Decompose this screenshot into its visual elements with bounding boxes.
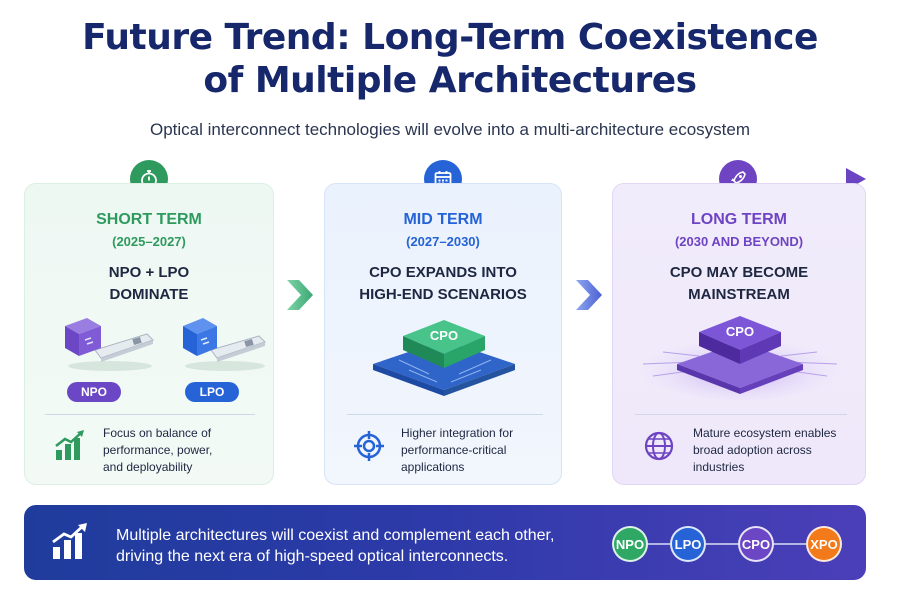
architecture-chain-connectors [634, 543, 834, 545]
card-long-term: LONG TERM (2030 AND BEYOND) CPO MAY BECO… [612, 183, 866, 485]
globe-icon [644, 431, 674, 461]
page-title: Future Trend: Long-Term Coexistence of M… [0, 16, 900, 102]
long-term-description: Mature ecosystem enables broad adoption … [693, 425, 836, 476]
chain-node-cpo: CPO [738, 526, 774, 562]
short-term-desc-line-1: Focus on balance of [103, 426, 212, 440]
long-term-headline-line-1: CPO MAY BECOME [669, 264, 809, 281]
summary-text: Multiple architectures will coexist and … [116, 525, 554, 567]
short-term-years: (2025–2027) [112, 234, 186, 249]
long-term-headline-line-2: MAINSTREAM [688, 286, 790, 303]
chain-node-cpo-label: CPO [741, 536, 771, 552]
mid-term-label: MID TERM [403, 211, 483, 228]
short-term-headline: NPO + LPO DOMINATE [25, 262, 273, 306]
long-term-divider [635, 414, 847, 415]
mid-term-divider [347, 414, 543, 415]
summary-line-2: driving the next era of high-speed optic… [116, 548, 509, 565]
chevron-right-icon [576, 280, 602, 310]
cpo-chip-icon: CPO [373, 320, 515, 396]
chain-node-npo-label: NPO [615, 536, 645, 552]
long-term-years: (2030 AND BEYOND) [674, 234, 804, 249]
card-short-term: SHORT TERM (2025–2027) NPO + LPO DOMINAT… [24, 183, 274, 485]
mid-term-desc-line-1: Higher integration for [401, 426, 514, 440]
growth-chart-icon [55, 430, 84, 460]
title-line-2: of Multiple Architectures [203, 60, 697, 101]
mid-term-description: Higher integration for performance-criti… [401, 425, 513, 476]
chain-node-lpo-label: LPO [674, 536, 702, 552]
mid-term-desc-line-2: performance-critical [401, 443, 507, 457]
title-line-1: Future Trend: Long-Term Coexistence [82, 17, 818, 58]
page-subtitle: Optical interconnect technologies will e… [150, 120, 750, 139]
mid-term-headline-line-2: HIGH-END SCENARIOS [359, 286, 527, 303]
short-term-divider [45, 414, 255, 415]
short-term-description: Focus on balance of performance, power, … [103, 425, 212, 476]
long-term-desc-line-1: Mature ecosystem enables [693, 426, 837, 440]
summary-banner: Multiple architectures will coexist and … [24, 505, 866, 580]
lpo-badge: LPO [185, 382, 239, 402]
card-mid-term: MID TERM (2027–2030) CPO EXPANDS INTO HI… [324, 183, 562, 485]
long-cpo-chip-label: CPO [726, 324, 754, 339]
long-term-headline: CPO MAY BECOME MAINSTREAM [613, 262, 865, 306]
long-term-desc-line-3: industries [693, 460, 745, 474]
short-term-desc-line-3: and deployability [103, 460, 193, 474]
npo-badge: NPO [67, 382, 121, 402]
chevron-right-icon [287, 280, 313, 310]
short-term-desc-line-2: performance, power, [103, 443, 213, 457]
mid-term-headline-line-1: CPO EXPANDS INTO [369, 264, 517, 281]
short-term-headline-line-1: NPO + LPO [108, 264, 190, 281]
npo-module-icon [65, 318, 154, 371]
long-term-desc-line-2: broad adoption across [693, 443, 812, 457]
target-icon [354, 431, 384, 461]
chain-node-xpo: XPO [806, 526, 842, 562]
mid-term-desc-line-3: applications [401, 460, 465, 474]
summary-line-1: Multiple architectures will coexist and … [116, 527, 555, 544]
mid-term-headline: CPO EXPANDS INTO HIGH-END SCENARIOS [325, 262, 561, 306]
chain-node-npo: NPO [612, 526, 648, 562]
cpo-chip-glow-icon: CPO [635, 316, 845, 400]
mid-term-years: (2027–2030) [406, 234, 480, 249]
growth-chart-icon [52, 523, 87, 559]
chain-node-lpo: LPO [670, 526, 706, 562]
long-term-label: LONG TERM [691, 211, 787, 228]
mid-cpo-chip-label: CPO [430, 328, 458, 343]
short-term-headline-line-2: DOMINATE [109, 286, 189, 303]
chain-node-xpo-label: XPO [810, 536, 838, 552]
lpo-module-icon [183, 318, 266, 371]
short-term-label: SHORT TERM [96, 211, 202, 228]
